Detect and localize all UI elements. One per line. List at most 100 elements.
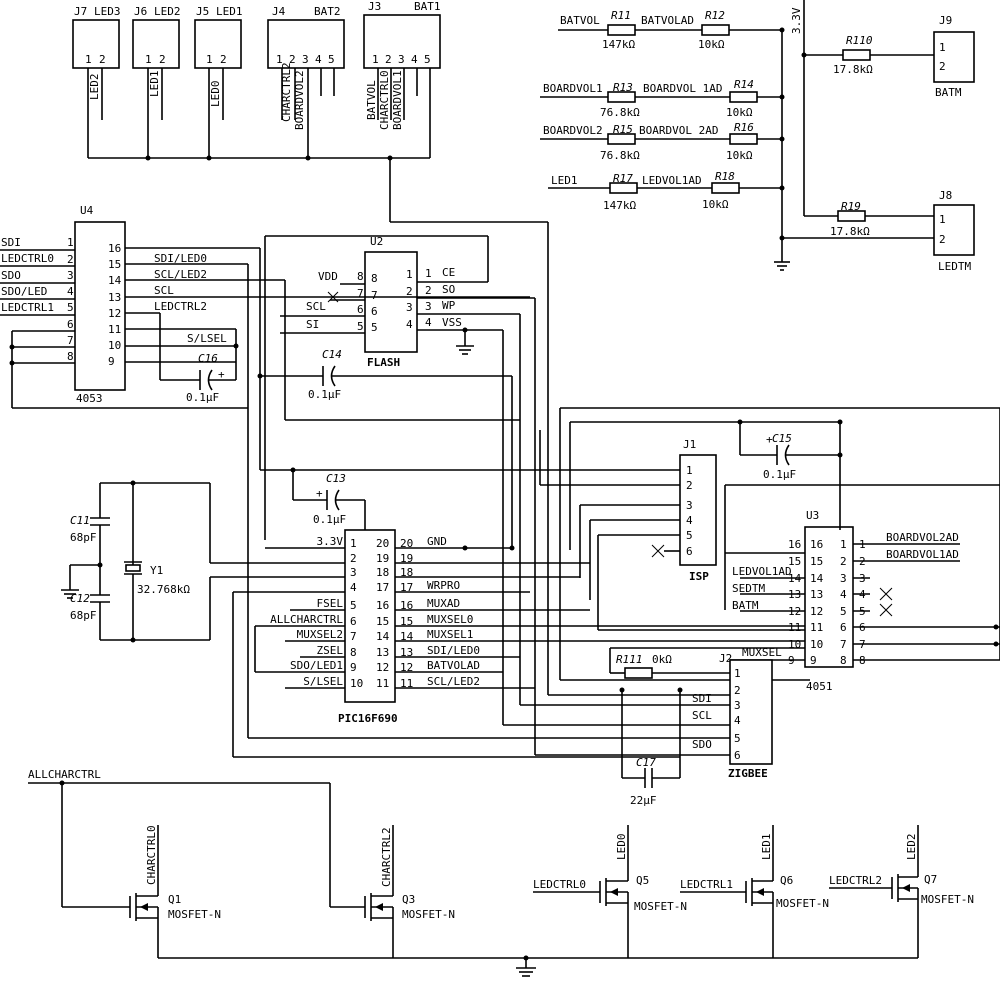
u3-pin-in-16: 16 — [810, 538, 823, 551]
pic-pin-out-13: 13 — [400, 646, 413, 659]
j1-ref: J1 — [683, 438, 696, 451]
capacitor-c13: + C13 0.1μF — [293, 472, 366, 530]
j3-net-1: BATVOL — [365, 80, 378, 120]
pic-net-right-7: MUXSEL1 — [427, 628, 473, 641]
q6-drain-net: LED1 — [760, 834, 773, 861]
j3-pin-4: 4 — [411, 53, 418, 66]
c14-value: 0.1μF — [308, 388, 341, 401]
u2-body — [364, 251, 418, 353]
u3-pin-14: 14 — [788, 572, 802, 585]
u3-pin-in-14: 14 — [810, 572, 824, 585]
div2-in: BOARDVOL1 — [543, 82, 603, 95]
pic-net-left-5: FSEL — [317, 597, 344, 610]
u2-pin-4: 4 — [406, 318, 413, 331]
capacitor-c17: C17 22μF — [619, 687, 683, 807]
mosfet-q5: LEDCTRL0 LED0 Q5 MOSFET-N — [533, 825, 687, 958]
q7-type: MOSFET-N — [921, 893, 974, 906]
u2-net-vdd: VDD — [318, 270, 338, 283]
pic-net-right-8: SDI/LED0 — [427, 644, 480, 657]
u4-ref: U4 — [80, 204, 94, 217]
j8-name: LEDTM — [938, 260, 971, 273]
div2-r2-value: 10kΩ — [726, 106, 753, 119]
pic-pin-out-16: 16 — [400, 599, 413, 612]
j1-pin-2: 2 — [686, 479, 693, 492]
pic-pin-out-17: 17 — [400, 581, 413, 594]
pic-pin-7: 7 — [350, 630, 357, 643]
capacitor-c15: + C15 0.1μF — [737, 419, 843, 481]
j8-ref: J8 — [939, 189, 952, 202]
j2-pin-2: 2 — [734, 684, 741, 697]
u3-pin-3: 3 — [859, 572, 866, 585]
c11-value: 68pF — [70, 531, 97, 544]
pic-left-wiring — [232, 547, 690, 758]
q6-type: MOSFET-N — [776, 897, 829, 910]
u2-pin-8: 8 — [357, 270, 364, 283]
u2-pin-4-out: 4 — [425, 316, 432, 329]
connector-j1-isp: J1 ISP — [651, 438, 717, 583]
j2-net-scl: SCL — [692, 709, 712, 722]
u3-ref: U3 — [806, 509, 819, 522]
c16-value: 0.1μF — [186, 391, 219, 404]
u4-net-ledctrl2: LEDCTRL2 — [154, 300, 207, 313]
pic-pin-3: 3 — [350, 566, 357, 579]
c15-ref: C15 — [772, 432, 792, 445]
u2-ref: U2 — [370, 235, 383, 248]
q6-ref: Q6 — [780, 874, 793, 887]
j4-net-1: CHARCTRL2 — [280, 62, 293, 122]
voltage-divider-1: BATVOL R11 147kΩ BATVOLAD R12 10kΩ — [558, 9, 785, 51]
q3-type: MOSFET-N — [402, 908, 455, 921]
u2-net-ce: CE — [442, 266, 455, 279]
connector-j8: J8 1 2 LEDTM — [933, 189, 975, 273]
capacitor-c16: + C16 0.1μF — [159, 313, 237, 404]
j4-pin-1: 1 — [276, 53, 283, 66]
pic-pin-2: 2 — [350, 552, 357, 565]
j3-net-3: BOARDVOL1 — [391, 70, 404, 130]
j9-pin-2: 2 — [939, 60, 946, 73]
u3-pin-10: 10 — [788, 638, 801, 651]
j7-pin-1: 1 — [85, 53, 92, 66]
u4-pin-14: 14 — [108, 274, 122, 287]
div1-out: BATVOLAD — [641, 14, 694, 27]
pic-pin-out-12: 12 — [400, 661, 413, 674]
pic-pin-1: 1 — [350, 537, 357, 550]
j9-pin-1: 1 — [939, 41, 946, 54]
j5-net: LED0 — [209, 81, 222, 108]
mosfet-q6: LEDCTRL1 LED1 Q6 MOSFET-N — [680, 825, 829, 958]
u4-net-ledctrl0: LEDCTRL0 — [1, 252, 54, 265]
pic-net-left-6: ALLCHARCTRL — [270, 613, 343, 626]
u4-pin-13: 13 — [108, 291, 121, 304]
div1-r1: R11 — [611, 9, 631, 22]
connector-j4: J4 BAT2 1 2 3 4 5 CHARCTRL2 BOARDVOL2 — [267, 5, 345, 158]
u2-pin-7-in: 7 — [371, 289, 378, 302]
connector-j5: J5 LED1 1 2 LED0 — [194, 5, 243, 158]
u4-pin-3: 3 — [67, 269, 74, 282]
u3-pin-4: 4 — [859, 588, 866, 601]
pic-pin-out-14: 14 — [400, 630, 414, 643]
u4-right-pins: 16 15 14 13 12 11 10 9 SDI/LED0 SCL/LED2… — [108, 242, 285, 368]
u4-pin-7: 7 — [67, 334, 74, 347]
pic-pin-13: 13 — [376, 646, 389, 659]
allcharctrl-net: ALLCHARCTRL — [28, 768, 365, 908]
q5-gate-net: LEDCTRL0 — [533, 878, 586, 891]
u4-pin-12: 12 — [108, 307, 121, 320]
u3-pin-in-10: 10 — [810, 638, 823, 651]
u2-part: FLASH — [367, 356, 400, 369]
div3-r1: R15 — [613, 123, 633, 136]
div4-out: LEDVOL1AD — [642, 174, 702, 187]
c12-ref: C12 — [70, 592, 90, 605]
q5-type: MOSFET-N — [634, 900, 687, 913]
j3-ref: J3 — [368, 0, 381, 13]
j4-pin-4: 4 — [315, 53, 322, 66]
u4-net-sdi: SDI — [1, 236, 21, 249]
j6-body — [132, 19, 180, 69]
u2-pin-1-out: 1 — [425, 267, 432, 280]
j5-ref: J5 — [196, 5, 209, 18]
q1-ref: Q1 — [168, 893, 181, 906]
u2-pin-7: 7 — [357, 287, 364, 300]
pic-pin-16: 16 — [376, 599, 389, 612]
u3-pin-12: 12 — [788, 605, 801, 618]
u3-pin-in-r-7: 7 — [840, 638, 847, 651]
u4-part: 4053 — [76, 392, 103, 405]
div4-in: LED1 — [551, 174, 578, 187]
u4-left-pins: 1 2 3 4 5 6 7 8 SDI LEDCTRL0 SDO SDO/LED… — [0, 236, 248, 409]
